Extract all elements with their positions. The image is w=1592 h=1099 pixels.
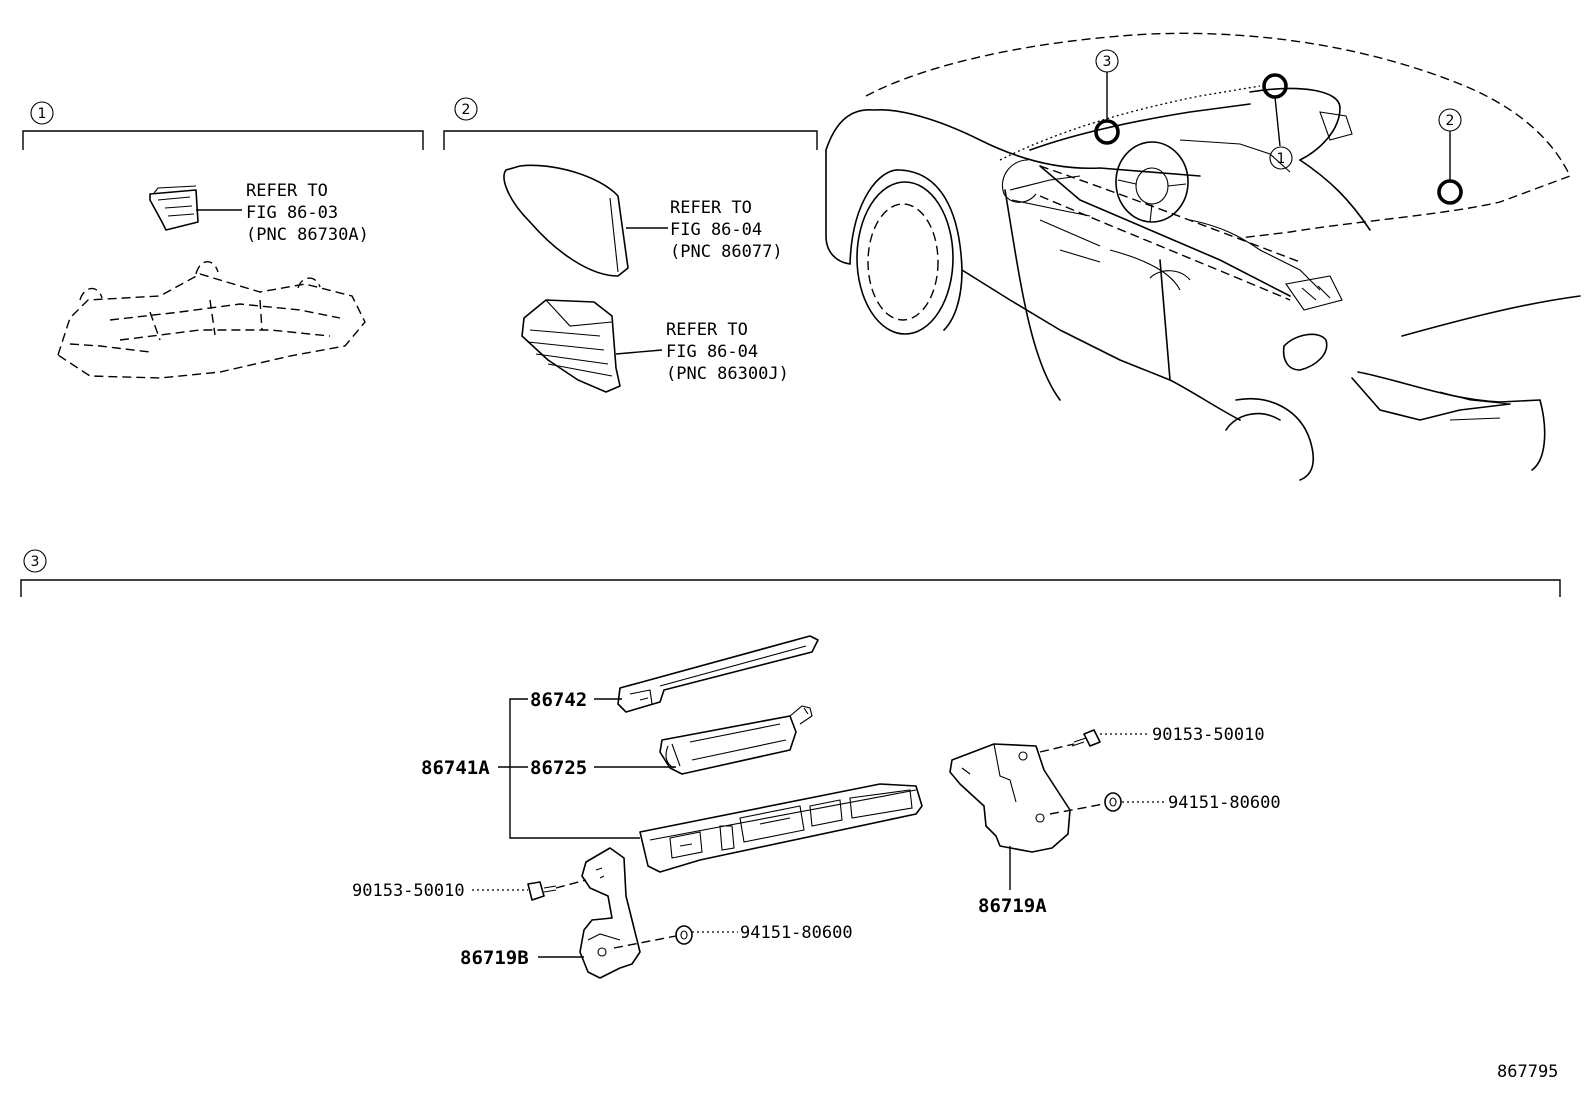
section-2: 2 REFER TO FIG 86-04 (PNC 86077) REFER T…: [443, 97, 818, 393]
nut-right-icon: [1104, 792, 1122, 812]
vehicle-overview-illustration: [825, 32, 1581, 481]
vehicle-callout-1-number: 1: [1277, 151, 1286, 167]
module-86730A-illustration: [149, 185, 199, 231]
bolt-right-label: 90153-50010: [1152, 725, 1265, 745]
part-86725-label: 86725: [530, 757, 587, 779]
nut-left-icon: [675, 925, 693, 945]
section-3-marker: 3: [23, 549, 47, 573]
ref-3-line-3: (PNC 86300J): [666, 364, 789, 384]
ref-1-line-2: FIG 86-03: [246, 203, 338, 223]
section-1: 1 REFER TO FIG 86-03 (PNC 86730A): [22, 101, 424, 379]
vehicle-callout-3-number: 3: [1103, 54, 1112, 70]
section-2-bracket: [443, 130, 818, 150]
bolt-left-icon: [527, 881, 557, 901]
section-1-number: 1: [38, 106, 47, 122]
vehicle-callout-2: 2: [1437, 108, 1463, 205]
bolt-left-label: 90153-50010: [352, 881, 465, 901]
part-86725-illustration: [659, 705, 813, 775]
antenna-module-86300J-illustration: [521, 299, 621, 393]
figure-id: 867795: [1497, 1062, 1558, 1082]
ref-3-line-1: REFER TO: [666, 320, 748, 340]
nut-left-label: 94151-80600: [740, 923, 853, 943]
ref-3-line-2: FIG 86-04: [666, 342, 758, 362]
part-86719A-label: 86719A: [978, 895, 1047, 917]
ref-2-line-3: (PNC 86077): [670, 242, 783, 262]
section-3-number: 3: [31, 554, 40, 570]
ref-1-line-3: (PNC 86730A): [246, 225, 369, 245]
vehicle-callout-3: 3: [1094, 49, 1120, 145]
part-86742-illustration: [617, 635, 819, 713]
section-3-bracket: [20, 579, 1561, 597]
section-1-marker: 1: [30, 101, 54, 125]
bolt-right-icon: [1071, 729, 1101, 747]
ref-2-line-2: FIG 86-04: [670, 220, 762, 240]
housing-86741A-illustration: [639, 783, 923, 873]
bracket-86719A-illustration: [949, 743, 1071, 853]
vehicle-callout-2-number: 2: [1446, 113, 1455, 129]
nut-right-label: 94151-80600: [1168, 793, 1281, 813]
part-86742-label: 86742: [530, 689, 587, 711]
section-2-number: 2: [462, 102, 471, 118]
vehicle-callout-1: 1: [1262, 73, 1293, 170]
shark-fin-antenna-illustration: [503, 164, 629, 277]
overhead-console-illustration: [57, 261, 366, 379]
section-1-bracket: [22, 130, 424, 150]
ref-2-line-1: REFER TO: [670, 198, 752, 218]
ref-1-line-1: REFER TO: [246, 181, 328, 201]
bracket-86719B-illustration: [579, 847, 641, 979]
section-2-marker: 2: [454, 97, 478, 121]
section-3: 3 86742 86725 86741A: [20, 549, 1561, 979]
part-86719B-label: 86719B: [460, 947, 529, 969]
part-86741A-label: 86741A: [421, 757, 490, 779]
